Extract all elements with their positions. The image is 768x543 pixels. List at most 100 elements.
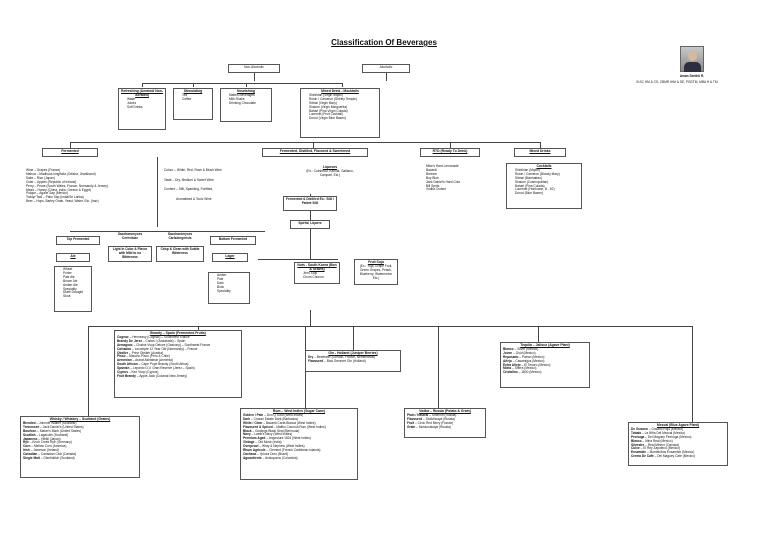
stimulating-title: Stimulating bbox=[183, 89, 203, 93]
list-item: Brown Ale bbox=[63, 279, 89, 284]
table-row: Añejo – Casamigos (Mexico) bbox=[503, 358, 545, 363]
table-row: Ensamble – Montelobos Ensamble (Mexico) bbox=[631, 450, 695, 455]
row-category: Calvados bbox=[117, 346, 132, 351]
table-row: Black – Goslings Black Seal (Bermuda) bbox=[243, 428, 300, 433]
row-category: Irish bbox=[23, 448, 30, 453]
table-row: Plain / Neutral – Smirnoff (Russia) bbox=[407, 412, 457, 417]
table-row: Aguardiente – Antioqueno (Colombia) bbox=[243, 455, 298, 460]
mocktails-list: Shirkhlan (Virgin Mojito) Rubin / Camero… bbox=[303, 93, 377, 121]
whisky-title: Whisky / Whiskey – Scotland (Grains) bbox=[49, 417, 111, 421]
row-example: Cape Pope Brandy (South Africa) bbox=[141, 362, 189, 367]
row-category: Extra Añejo bbox=[503, 362, 521, 367]
table-row: Vintage – Old Monk (India) bbox=[243, 440, 282, 445]
row-category: Brandy De Jerez bbox=[117, 338, 142, 343]
list-item: Sake – Rice (Japan) bbox=[26, 176, 134, 181]
row-example: Hennessy (Cognac) – Southwest France bbox=[132, 334, 190, 339]
table-row: Corn – Mellow Corn (America) bbox=[23, 444, 67, 449]
list-item: Amber bbox=[217, 273, 247, 278]
mocktails-title: Mixed Drink - Mocktails bbox=[321, 89, 359, 93]
table-row: Dark – Cruzan Estate Dark (Barbados) bbox=[243, 416, 299, 421]
author-credentials: B.SC HM & CS, CBMR IHM & SE, PGDTM, MBA … bbox=[636, 80, 718, 84]
list-item: Tea bbox=[182, 93, 210, 98]
row-category: Grain bbox=[407, 424, 416, 429]
brandy-box: Brandy – Spain (Fermented Fruits) Cognac… bbox=[114, 330, 242, 398]
row-category: Crema De Café bbox=[631, 454, 654, 459]
row-example: Del Maguey Pechuga (Mexico) bbox=[647, 434, 692, 439]
page-title: Classification Of Beverages bbox=[331, 38, 437, 47]
ale-box: Ale bbox=[56, 253, 90, 262]
nourishing-list: Malted Beverages Milk Shake Drinking Cho… bbox=[223, 93, 269, 106]
row-category: Silvestre bbox=[631, 442, 645, 447]
list-item: Perry – Pears (South Wales, France, Norm… bbox=[26, 184, 134, 189]
list-item: Jack Daniel's Hard Cola bbox=[426, 180, 480, 185]
row-example: Ypioca Ouro (Brazil) bbox=[259, 451, 289, 456]
row-category: Corn bbox=[23, 444, 31, 449]
row-example: Cruzan Estate Dark (Barbados) bbox=[253, 416, 299, 421]
table-row: Rhum Agricole – Clement (French Caribbea… bbox=[243, 448, 321, 453]
list-item: Milk Shake bbox=[229, 97, 269, 102]
row-category: Rye bbox=[23, 440, 29, 445]
table-row: Fruit Brandy – Apple Jack (Colonial New … bbox=[117, 373, 187, 378]
row-category: Single Malt bbox=[23, 456, 40, 461]
list-item: Shirkhlan (Virgin Mojito) bbox=[309, 93, 377, 98]
list-item: Pale Ale bbox=[63, 275, 89, 280]
rum-title: Rum – West Indies (Sugar Cane) bbox=[272, 409, 326, 413]
row-example: 1800 (Mexico) bbox=[521, 370, 542, 375]
top-fermented-box: Top Fermented bbox=[56, 236, 100, 245]
list-item: Lucernet (Hurricane, B - 52) bbox=[515, 188, 579, 192]
row-category: Vintage bbox=[243, 440, 255, 445]
row-category: Cristalino bbox=[503, 370, 518, 375]
saccharomyces-cerevisiae: Saccharomyces Cerevisiae bbox=[108, 232, 152, 243]
table-row: Joven – Gold (Mexico) bbox=[503, 350, 536, 355]
row-category: Overproof bbox=[243, 444, 259, 449]
row-category: Golden / Pale bbox=[243, 412, 264, 417]
author-suit bbox=[684, 62, 701, 72]
list-item: Pale bbox=[217, 277, 247, 282]
wine-type-content: Content – Still, Sparkling, Fortified, bbox=[164, 187, 214, 191]
table-row: Blanco – Silver (Mexico) bbox=[503, 346, 539, 351]
rtd-list: Mike's Hard Lemonade Bacardi Breezer Boy… bbox=[420, 164, 480, 192]
row-category: Cuixe bbox=[631, 446, 640, 451]
list-item: Speciality bbox=[217, 289, 247, 294]
gin-box: Gin - Holland (Juniper Berries) Dry – Be… bbox=[305, 350, 401, 372]
table-row: Blanco – Mina Real (Mexico) bbox=[631, 438, 673, 443]
list-item: Sitmai (Virgin Mary) bbox=[309, 101, 377, 106]
row-category: Ensamble bbox=[631, 450, 647, 455]
nuts-soju-box: Nuts - South Korea (Bon & Grains) Jinro … bbox=[294, 262, 340, 284]
fermented-list-box: Wine – Grapes (France) Mahua – Madhuca l… bbox=[18, 168, 136, 220]
row-category: Aguardiente bbox=[243, 455, 262, 460]
table-row: Blended – Johnnie Walker (Scotland) bbox=[23, 420, 77, 425]
table-row: Golden / Pale – Don Q Gold (West Indies) bbox=[243, 412, 304, 417]
table-row: Cyprus – Keo Vsop (Cyprus) bbox=[117, 370, 159, 375]
fruit-soju-box: Fruit Soju (Ex.: Yuja, Grape Fruit, Gree… bbox=[354, 259, 398, 285]
list-item: Drinking Chocolate bbox=[229, 101, 269, 106]
row-category: Dry bbox=[308, 354, 314, 359]
table-row: Cachaca – Ypioca Ouro (Brazil) bbox=[243, 451, 289, 456]
row-example: Moskovskaya (Russia) bbox=[418, 424, 451, 429]
row-example: Apple Jack (Colonial New Jersey) bbox=[139, 373, 187, 378]
row-example: Prinz Obstler (Austria) bbox=[131, 350, 164, 355]
list-item: Soft Drinks bbox=[127, 105, 163, 110]
row-example: Wray & Nephew (West Indies) bbox=[261, 444, 305, 449]
refreshing-list: Water Juices Soft Drinks bbox=[121, 97, 163, 110]
row-example: Smirnoff (Russia) bbox=[431, 412, 457, 417]
row-category: Canadian bbox=[23, 452, 38, 457]
table-row: Overproof – Wray & Nephew (West Indies) bbox=[243, 444, 305, 449]
row-example: Lepanto O.V. Gran Reserve (Jerez – Spain… bbox=[132, 366, 195, 371]
table-row: Tobala – La Niña Del Mezcal (Mexico) bbox=[631, 430, 686, 435]
gin-rows: Dry – Beefeater (London, France, Netherl… bbox=[308, 354, 398, 364]
list-item: Pulque – Agave Sap (Mexico) bbox=[26, 192, 134, 196]
table-row: Armagnac – Chabot Vsop Deluxe (Gascony) … bbox=[117, 342, 211, 347]
table-row: Armenian – Ararat Akhtamar (Armenia) bbox=[117, 358, 173, 363]
saccharomyces-carlsbergensis: Saccharomyces Carlsbergensis bbox=[156, 232, 204, 243]
row-example: Montelobos Ensamble (Mexico) bbox=[649, 450, 695, 455]
row-example: Goslings Black Seal (Bermuda) bbox=[255, 428, 300, 433]
table-row: Cognac – Hennessy (Cognac) – Southwest F… bbox=[117, 334, 190, 339]
list-item: Draft/ Draught bbox=[63, 291, 89, 295]
fruit-soju-text: (Ex.: Yuja, Grape Fruit, Green Grapes, P… bbox=[359, 263, 393, 280]
list-item: Wine – Grapes (France) bbox=[26, 168, 134, 173]
list-item: Bill Sprits bbox=[426, 184, 480, 189]
table-row: Spanish – Lepanto O.V. Gran Reserve (Jer… bbox=[117, 366, 195, 371]
tequila-box: Tequila – Jalisco (Agave Plant) Blanco –… bbox=[500, 342, 590, 388]
row-category: Mixto bbox=[503, 366, 512, 371]
